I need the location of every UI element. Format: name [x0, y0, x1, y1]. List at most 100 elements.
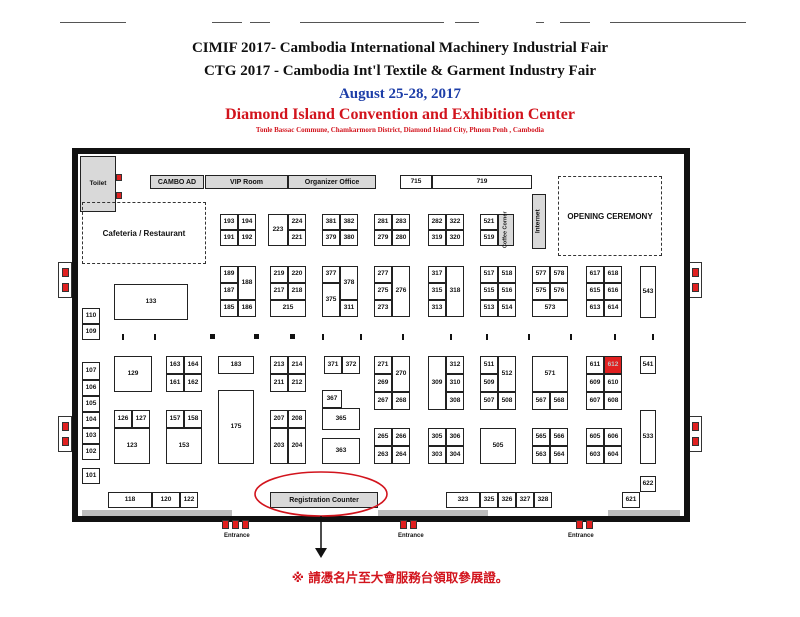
booth-515[interactable]: 515	[480, 283, 498, 300]
booth-614[interactable]: 614	[604, 300, 622, 317]
booth-164[interactable]: 164	[184, 356, 202, 374]
booth-265[interactable]: 265	[374, 428, 392, 446]
booth-186[interactable]: 186	[238, 300, 256, 317]
booth-363[interactable]: 363	[322, 438, 360, 464]
booth-512[interactable]: 512	[498, 356, 516, 392]
booth-203[interactable]: 203	[270, 428, 288, 464]
booth-618[interactable]: 618	[604, 266, 622, 283]
booth-161[interactable]: 161	[166, 374, 184, 392]
booth-325[interactable]: 325	[480, 492, 498, 508]
booth-313[interactable]: 313	[428, 300, 446, 317]
booth-566[interactable]: 566	[550, 428, 568, 446]
booth-322[interactable]: 322	[446, 214, 464, 230]
booth-102[interactable]: 102	[82, 444, 100, 460]
booth-219[interactable]: 219	[270, 266, 288, 283]
booth-191[interactable]: 191	[220, 230, 238, 246]
booth-309[interactable]: 309	[428, 356, 446, 410]
booth-281[interactable]: 281	[374, 214, 392, 230]
booth-107[interactable]: 107	[82, 362, 100, 380]
booth-613[interactable]: 613	[586, 300, 604, 317]
booth-513[interactable]: 513	[480, 300, 498, 317]
booth-603[interactable]: 603	[586, 446, 604, 464]
booth-516[interactable]: 516	[498, 283, 516, 300]
booth-218[interactable]: 218	[288, 283, 306, 300]
booth-533[interactable]: 533	[640, 410, 656, 464]
booth-277[interactable]: 277	[374, 266, 392, 283]
booth-270[interactable]: 270	[392, 356, 410, 392]
booth-621[interactable]: 621	[622, 492, 640, 508]
booth-381[interactable]: 381	[322, 214, 340, 230]
booth-578[interactable]: 578	[550, 266, 568, 283]
booth-208[interactable]: 208	[288, 410, 306, 428]
booth-608[interactable]: 608	[604, 392, 622, 410]
booth-279[interactable]: 279	[374, 230, 392, 246]
booth-715[interactable]: 715	[400, 175, 432, 189]
booth-129[interactable]: 129	[114, 356, 152, 392]
booth-508[interactable]: 508	[498, 392, 516, 410]
booth-505[interactable]: 505	[480, 428, 516, 464]
booth-304[interactable]: 304	[446, 446, 464, 464]
booth-382[interactable]: 382	[340, 214, 358, 230]
booth-268[interactable]: 268	[392, 392, 410, 410]
booth-221[interactable]: 221	[288, 230, 306, 246]
booth-189[interactable]: 189	[220, 266, 238, 283]
booth-185[interactable]: 185	[220, 300, 238, 317]
booth-543[interactable]: 543	[640, 266, 656, 318]
booth-541[interactable]: 541	[640, 356, 656, 374]
booth-122[interactable]: 122	[180, 492, 198, 508]
booth-573[interactable]: 573	[532, 300, 568, 317]
booth-110[interactable]: 110	[82, 308, 100, 324]
booth-318[interactable]: 318	[446, 266, 464, 317]
booth-280[interactable]: 280	[392, 230, 410, 246]
booth-263[interactable]: 263	[374, 446, 392, 464]
booth-217[interactable]: 217	[270, 283, 288, 300]
booth-615[interactable]: 615	[586, 283, 604, 300]
booth-609[interactable]: 609	[586, 374, 604, 392]
booth-212[interactable]: 212	[288, 374, 306, 392]
booth-310[interactable]: 310	[446, 374, 464, 392]
booth-612-highlighted[interactable]: 612	[604, 356, 622, 374]
booth-521[interactable]: 521	[480, 214, 498, 230]
booth-509[interactable]: 509	[480, 374, 498, 392]
booth-220[interactable]: 220	[288, 266, 306, 283]
booth-371[interactable]: 371	[324, 356, 342, 374]
booth-213[interactable]: 213	[270, 356, 288, 374]
booth-271[interactable]: 271	[374, 356, 392, 374]
booth-320[interactable]: 320	[446, 230, 464, 246]
booth-106[interactable]: 106	[82, 380, 100, 396]
booth-275[interactable]: 275	[374, 283, 392, 300]
booth-610[interactable]: 610	[604, 374, 622, 392]
booth-575[interactable]: 575	[532, 283, 550, 300]
booth-193[interactable]: 193	[220, 214, 238, 230]
booth-564[interactable]: 564	[550, 446, 568, 464]
booth-617[interactable]: 617	[586, 266, 604, 283]
booth-101[interactable]: 101	[82, 468, 100, 484]
booth-365[interactable]: 365	[322, 408, 360, 430]
booth-175[interactable]: 175	[218, 390, 254, 464]
booth-323[interactable]: 323	[446, 492, 480, 508]
booth-215[interactable]: 215	[270, 300, 306, 317]
booth-312[interactable]: 312	[446, 356, 464, 374]
booth-380[interactable]: 380	[340, 230, 358, 246]
booth-162[interactable]: 162	[184, 374, 202, 392]
booth-311[interactable]: 311	[340, 300, 358, 317]
booth-605[interactable]: 605	[586, 428, 604, 446]
booth-158[interactable]: 158	[184, 410, 202, 428]
booth-367[interactable]: 367	[322, 390, 342, 408]
booth-563[interactable]: 563	[532, 446, 550, 464]
booth-157[interactable]: 157	[166, 410, 184, 428]
booth-305[interactable]: 305	[428, 428, 446, 446]
booth-303[interactable]: 303	[428, 446, 446, 464]
booth-109[interactable]: 109	[82, 324, 100, 340]
booth-565[interactable]: 565	[532, 428, 550, 446]
booth-372[interactable]: 372	[342, 356, 360, 374]
booth-719[interactable]: 719	[432, 175, 532, 189]
booth-183[interactable]: 183	[218, 356, 254, 374]
booth-607[interactable]: 607	[586, 392, 604, 410]
booth-611[interactable]: 611	[586, 356, 604, 374]
booth-103[interactable]: 103	[82, 428, 100, 444]
booth-266[interactable]: 266	[392, 428, 410, 446]
booth-126[interactable]: 126	[114, 410, 132, 428]
booth-211[interactable]: 211	[270, 374, 288, 392]
booth-567[interactable]: 567	[532, 392, 550, 410]
